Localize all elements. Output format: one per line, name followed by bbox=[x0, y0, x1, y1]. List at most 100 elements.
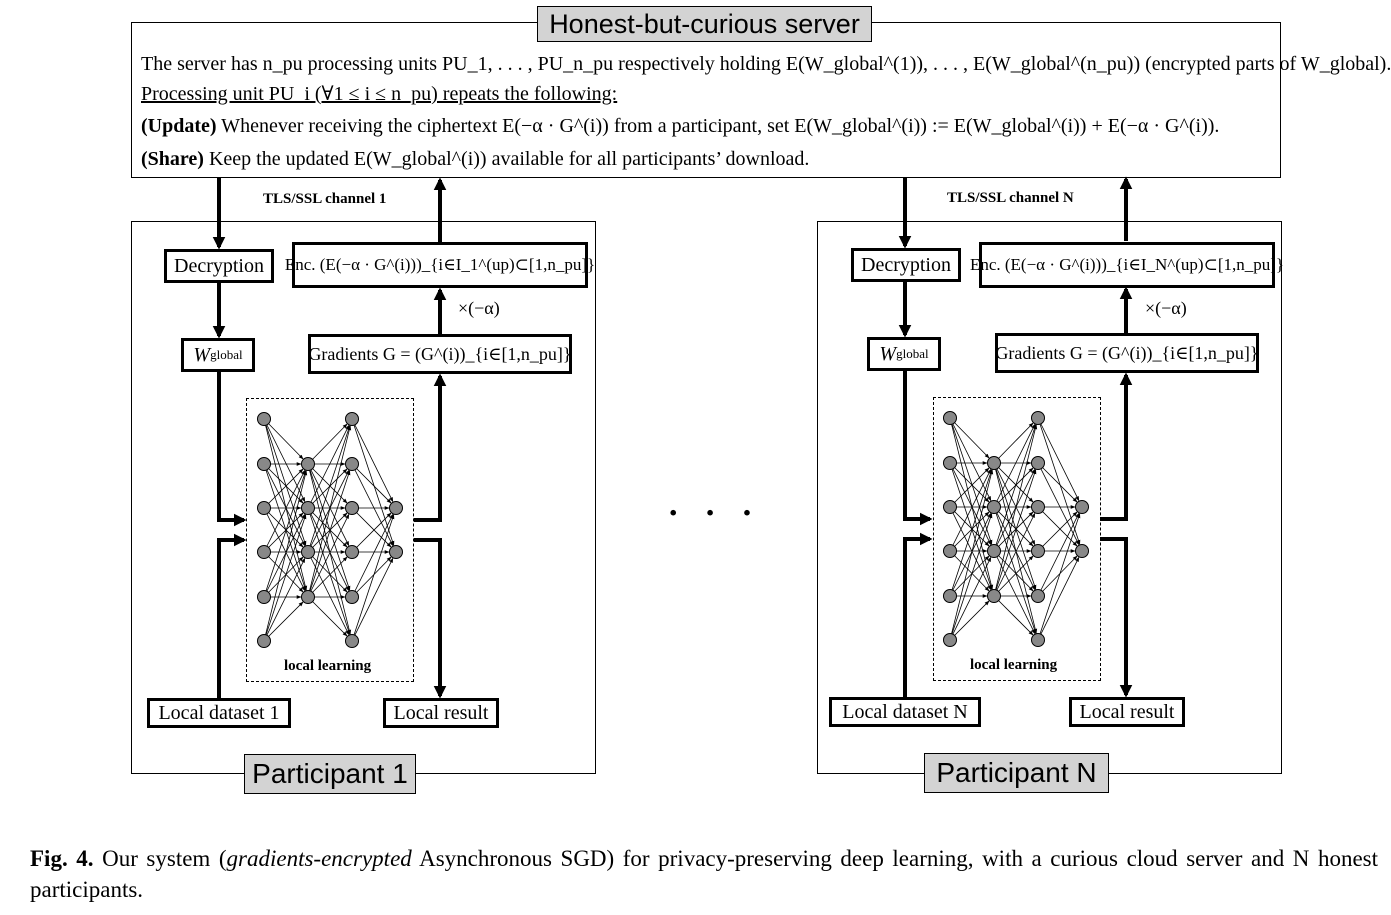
net-edge bbox=[307, 425, 352, 598]
gradients-box-1: Gradients G = (G^(i))_{i∈[1,n_pu]} bbox=[308, 334, 572, 374]
net-edge bbox=[351, 514, 395, 642]
arrow-net-to-result-n bbox=[1100, 537, 1133, 698]
net-edge bbox=[1037, 513, 1081, 641]
local-dataset-box-1: Local dataset 1 bbox=[147, 698, 291, 728]
net-edge bbox=[1037, 511, 1078, 552]
net-edge bbox=[949, 467, 990, 508]
net-neuron bbox=[257, 545, 271, 559]
local-dataset-box-n: Local dataset N bbox=[829, 697, 981, 727]
update-text: Whenever receiving the ciphertext E(−α ·… bbox=[216, 115, 1220, 137]
local-learning-label-n: local learning bbox=[970, 657, 1058, 673]
net-edge bbox=[307, 463, 350, 547]
net-neuron bbox=[1075, 500, 1089, 514]
net-edge bbox=[263, 556, 304, 598]
net-neuron bbox=[987, 500, 1001, 514]
net-edge bbox=[1037, 555, 1078, 597]
net-edge bbox=[351, 557, 394, 642]
net-edge bbox=[993, 506, 1037, 634]
net-edge bbox=[949, 417, 994, 590]
net-neuron bbox=[345, 412, 359, 426]
net-edge bbox=[307, 551, 350, 636]
net-edge bbox=[263, 513, 306, 598]
net-edge bbox=[949, 469, 993, 597]
net-neuron bbox=[345, 545, 359, 559]
net-edge bbox=[307, 463, 352, 635]
net-edge bbox=[993, 550, 1036, 635]
net-edge bbox=[949, 600, 990, 641]
net-edge bbox=[993, 424, 1038, 597]
gradients-box-n: Gradients G = (G^(i))_{i∈[1,n_pu]} bbox=[995, 333, 1259, 373]
net-neuron bbox=[345, 634, 359, 648]
net-neuron bbox=[987, 589, 1001, 603]
net-edge bbox=[263, 468, 304, 509]
server-box bbox=[131, 22, 1281, 178]
net-edge bbox=[993, 468, 1036, 552]
net-neuron bbox=[943, 411, 957, 425]
net-neuron bbox=[1031, 633, 1045, 647]
net-neuron bbox=[345, 457, 359, 471]
net-edge bbox=[949, 417, 993, 545]
net-edge bbox=[351, 418, 395, 546]
net-neuron bbox=[301, 590, 315, 604]
net-edge bbox=[949, 462, 990, 503]
net-edge bbox=[307, 596, 348, 637]
net-neuron bbox=[1031, 411, 1045, 425]
net-edge bbox=[307, 425, 351, 553]
net-edge bbox=[949, 417, 990, 459]
local-learning-label-1: local learning bbox=[284, 658, 372, 674]
multiply-label-n: ×(−α) bbox=[1145, 298, 1187, 318]
net-edge bbox=[263, 418, 306, 503]
enc-box-n: Enc. (E(−α · G^(i)))_{i∈I_N^(up)⊂[1,n_pu… bbox=[970, 242, 1284, 288]
net-neuron bbox=[257, 457, 271, 471]
caption-label: Fig. 4. bbox=[30, 846, 94, 871]
caption-text-a: Our system ( bbox=[93, 846, 227, 871]
net-neuron bbox=[1075, 544, 1089, 558]
net-edge bbox=[1037, 462, 1078, 503]
server-update-line: (Update) Whenever receiving the cipherte… bbox=[141, 115, 1219, 138]
share-label: (Share) bbox=[141, 148, 204, 170]
net-neuron bbox=[1031, 456, 1045, 470]
net-edge bbox=[993, 422, 1034, 464]
net-neuron bbox=[987, 544, 1001, 558]
net-neuron bbox=[943, 589, 957, 603]
net-edge bbox=[949, 513, 993, 641]
net-edge bbox=[949, 417, 992, 502]
net-edge bbox=[993, 511, 1034, 552]
net-neuron bbox=[943, 544, 957, 558]
net-edge bbox=[949, 462, 992, 546]
net-edge bbox=[1037, 556, 1080, 641]
net-neuron bbox=[301, 545, 315, 559]
net-edge bbox=[993, 462, 1036, 546]
net-neuron bbox=[345, 501, 359, 515]
net-edge bbox=[263, 470, 308, 642]
arrow-net-to-result-1 bbox=[414, 538, 447, 699]
net-edge bbox=[263, 601, 304, 642]
net-edge bbox=[949, 468, 992, 552]
net-edge bbox=[351, 513, 394, 598]
update-label: (Update) bbox=[141, 115, 217, 137]
net-edge bbox=[351, 418, 394, 503]
net-edge bbox=[1037, 512, 1080, 597]
wglobal-sub-1: global bbox=[210, 347, 243, 362]
net-edge bbox=[263, 507, 306, 592]
caption-text-b: Asynchronous SGD) for privacy-preserving… bbox=[30, 846, 1378, 902]
net-neuron bbox=[389, 545, 403, 559]
net-edge bbox=[351, 463, 392, 504]
net-edge bbox=[993, 595, 1034, 636]
participant-n-box bbox=[817, 221, 1282, 774]
net-edge bbox=[993, 462, 1037, 590]
net-edge bbox=[307, 507, 348, 548]
net-edge bbox=[351, 556, 392, 598]
net-edge bbox=[993, 462, 1038, 634]
net-edge bbox=[307, 423, 348, 465]
net-edge bbox=[1037, 506, 1078, 547]
neural-network-n bbox=[943, 411, 1089, 647]
net-edge bbox=[993, 424, 1037, 552]
server-line-2: Processing unit PU_i (∀1 ≤ i ≤ n_pu) rep… bbox=[141, 83, 618, 105]
server-title: Honest-but-curious server bbox=[537, 6, 872, 42]
net-neuron bbox=[1031, 544, 1045, 558]
net-neuron bbox=[1031, 500, 1045, 514]
net-edge bbox=[263, 463, 306, 547]
arrow-dataset-to-net-n bbox=[903, 532, 933, 697]
